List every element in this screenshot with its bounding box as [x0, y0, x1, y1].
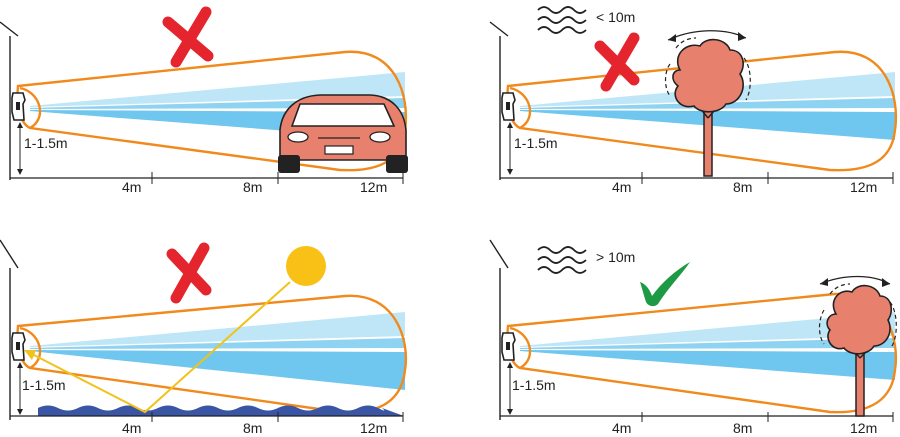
house-roof-icon [489, 239, 509, 420]
tick-label-8m: 8m [243, 179, 262, 195]
tick-label-4m: 4m [612, 179, 631, 195]
height-marker [17, 362, 23, 415]
panel-tree-near: 1-1.5m 4m 8m 12m < 10m [489, 6, 898, 195]
check-mark-icon [640, 262, 690, 307]
tick-label-8m: 8m [733, 420, 752, 436]
panel-tree-far: 1-1.5m 4m 8m 12m > 10m [489, 239, 898, 436]
tick-label-4m: 4m [612, 420, 631, 436]
beam-fill [520, 312, 895, 380]
tick-label-4m: 4m [122, 420, 141, 436]
motion-sensor-icon [501, 332, 516, 361]
wind-waves-icon [537, 6, 587, 34]
cross-mark-icon [594, 32, 640, 92]
wind-speed-label: > 10m [596, 249, 635, 265]
panel-sun-water: 1-1.5m 4m 8m 12m [0, 239, 408, 436]
tick-label-8m: 8m [733, 179, 752, 195]
tick-label-12m: 12m [850, 179, 877, 195]
tick-label-12m: 12m [850, 420, 877, 436]
height-label: 1-1.5m [514, 135, 558, 151]
tree-icon [664, 30, 751, 177]
distance-axis [10, 412, 404, 422]
cross-mark-icon [162, 6, 214, 68]
motion-sensor-icon [11, 332, 26, 361]
height-label: 1-1.5m [512, 377, 556, 393]
car-icon [278, 94, 408, 173]
cross-mark-icon [166, 242, 212, 304]
house-roof-icon [489, 21, 509, 180]
motion-sensor-icon [11, 92, 26, 121]
house-roof-icon [0, 21, 19, 180]
sun-reflection-ray [27, 281, 291, 414]
height-marker [507, 122, 513, 175]
tick-label-8m: 8m [243, 420, 262, 436]
distance-axis [500, 172, 894, 184]
ray-arrow-head [24, 350, 36, 360]
height-marker [17, 122, 23, 175]
sun-icon [286, 246, 326, 286]
height-label: 1-1.5m [22, 377, 66, 393]
height-label: 1-1.5m [24, 135, 68, 151]
beam-fill [30, 312, 405, 390]
motion-sensor-icon [501, 92, 516, 121]
wind-speed-label: < 10m [596, 9, 635, 25]
distance-axis [500, 412, 894, 422]
wind-waves-icon [537, 246, 587, 274]
water-surface [38, 405, 404, 416]
house-roof-icon [0, 239, 19, 420]
tick-label-12m: 12m [360, 179, 387, 195]
tree-icon [818, 275, 897, 417]
tick-label-12m: 12m [360, 420, 387, 436]
tick-label-4m: 4m [122, 179, 141, 195]
height-marker [507, 362, 513, 415]
panel-car: 1-1.5m 4m 8m 12m [0, 6, 408, 195]
distance-axis [10, 172, 404, 184]
